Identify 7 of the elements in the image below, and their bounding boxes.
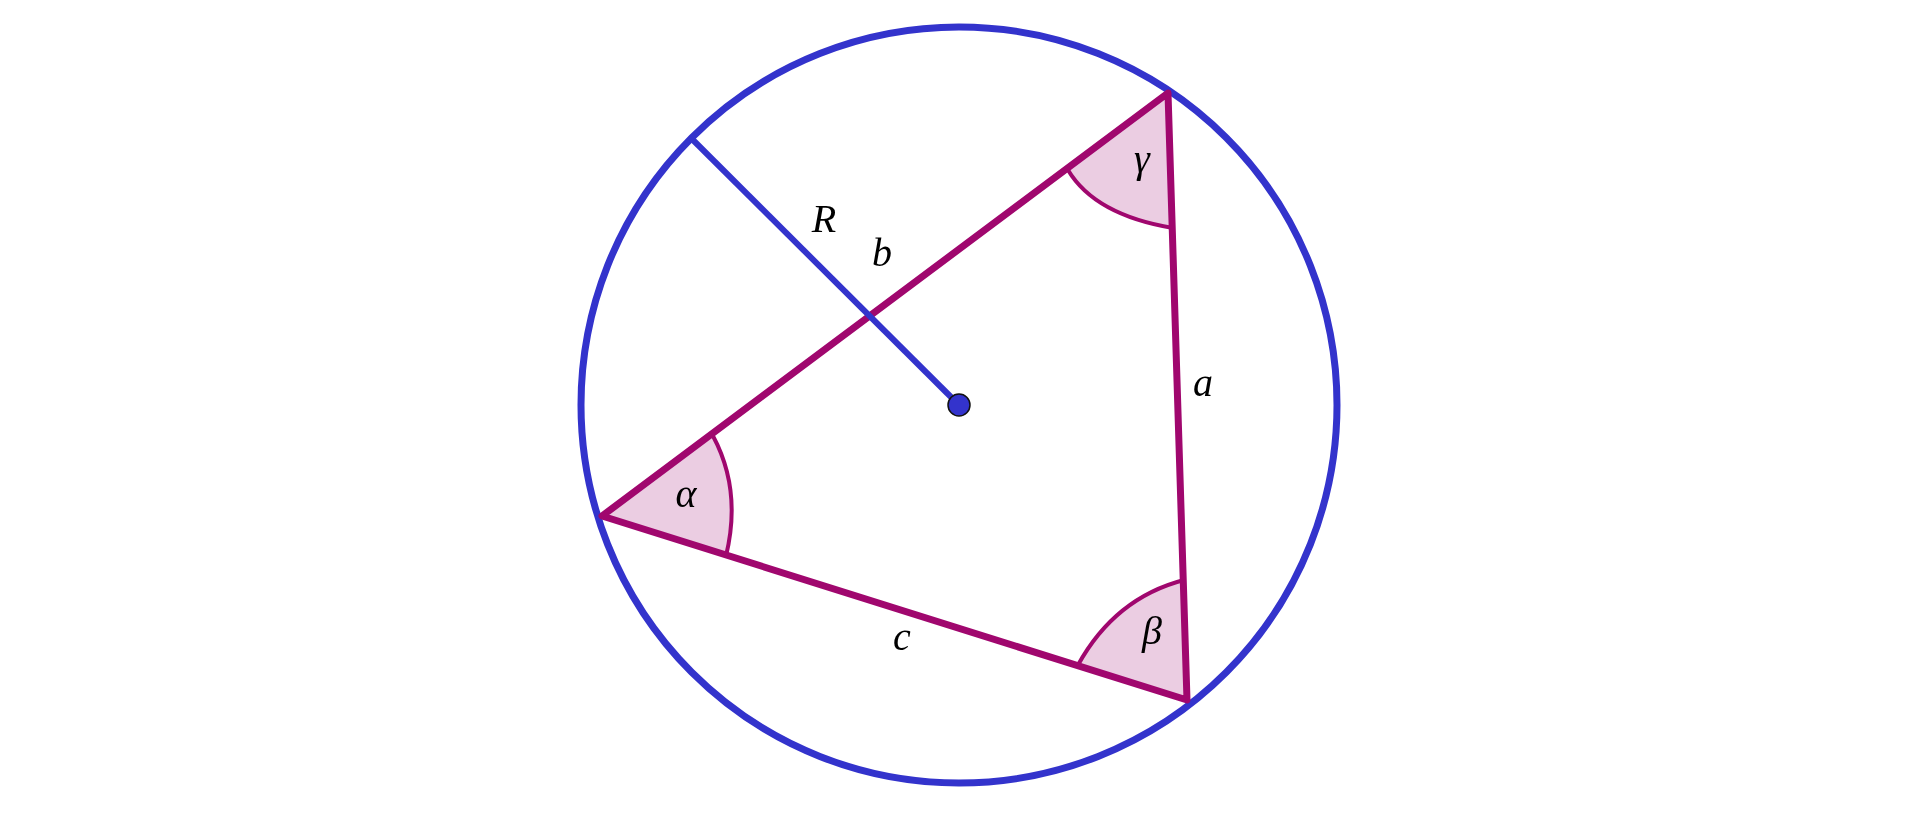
side-label: a <box>1193 360 1213 405</box>
angle-label: β <box>1142 608 1162 653</box>
radius-label: R <box>811 196 837 241</box>
side-label: c <box>893 614 911 659</box>
side-label: b <box>872 230 892 275</box>
angle-label: α <box>675 471 697 516</box>
angle-label: γ <box>1134 136 1150 181</box>
